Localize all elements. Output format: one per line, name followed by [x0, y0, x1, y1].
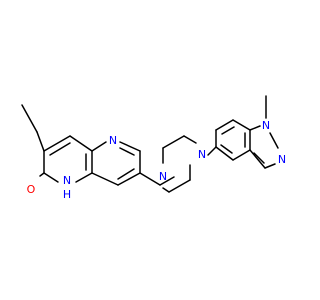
molecule-structure-diagram: O N H N N N N N — [21, 95, 286, 201]
bond-pyr-1 — [249, 125, 261, 131]
bond-ind-3 — [232, 119, 251, 131]
bond-npip-c5 — [207, 146, 217, 156]
atom-label-oxygen: O — [27, 183, 36, 196]
bond-n5-c6-double — [119, 147, 135, 156]
bond-ind-6 — [215, 146, 234, 161]
atom-label-piperazine-nitrogen-1: N — [159, 170, 167, 183]
bonds — [21, 95, 279, 193]
bond-ind-2-double — [221, 126, 235, 135]
atom-label-ring-nitrogen: N — [109, 134, 117, 147]
bond-pip-3 — [183, 135, 197, 144]
bond-pip-2 — [162, 135, 185, 149]
bond-pyr-4-double — [253, 152, 265, 164]
bond-ethyl-2 — [36, 131, 45, 152]
bond-ind-6-double — [220, 144, 233, 154]
bond-c7-c8 — [117, 172, 141, 186]
bond-pip-6 — [162, 187, 170, 193]
bond-c7-ch2 — [139, 172, 161, 186]
bond-pyr-2 — [269, 132, 279, 149]
bond-n5-c6 — [119, 141, 141, 152]
atom-label-nh-nitrogen: N — [63, 174, 71, 187]
bond-c7-c8-double — [117, 168, 135, 180]
bond-ethyl-1 — [21, 104, 38, 133]
atom-label-piperazine-nitrogen-2: N — [198, 148, 206, 161]
bond-c2-o — [39, 172, 45, 177]
bond-c4a-n5 — [91, 141, 107, 152]
atom-label-indazole-nitrogen-2: N — [278, 153, 286, 166]
bond-c8a-n1 — [75, 172, 93, 183]
bond-c3-c4-double — [49, 142, 71, 156]
bond-pip-5 — [168, 179, 191, 193]
bond-c4-c4a — [69, 135, 93, 152]
atom-label-indazole-nitrogen-1: N — [262, 119, 270, 132]
atom-labels: O N H N N N N N — [27, 119, 286, 201]
atom-label-nh-hydrogen: H — [63, 188, 71, 201]
bond-c8-c8a — [91, 172, 119, 186]
bond-c3-c4 — [43, 135, 71, 152]
bond-ind-2 — [215, 119, 234, 131]
bond-ind-5 — [232, 149, 251, 161]
bond-pyr-4 — [249, 149, 266, 169]
bond-ch2-npip — [159, 176, 175, 186]
bond-c2-n1 — [43, 172, 59, 183]
bond-pyr-3 — [264, 163, 276, 169]
